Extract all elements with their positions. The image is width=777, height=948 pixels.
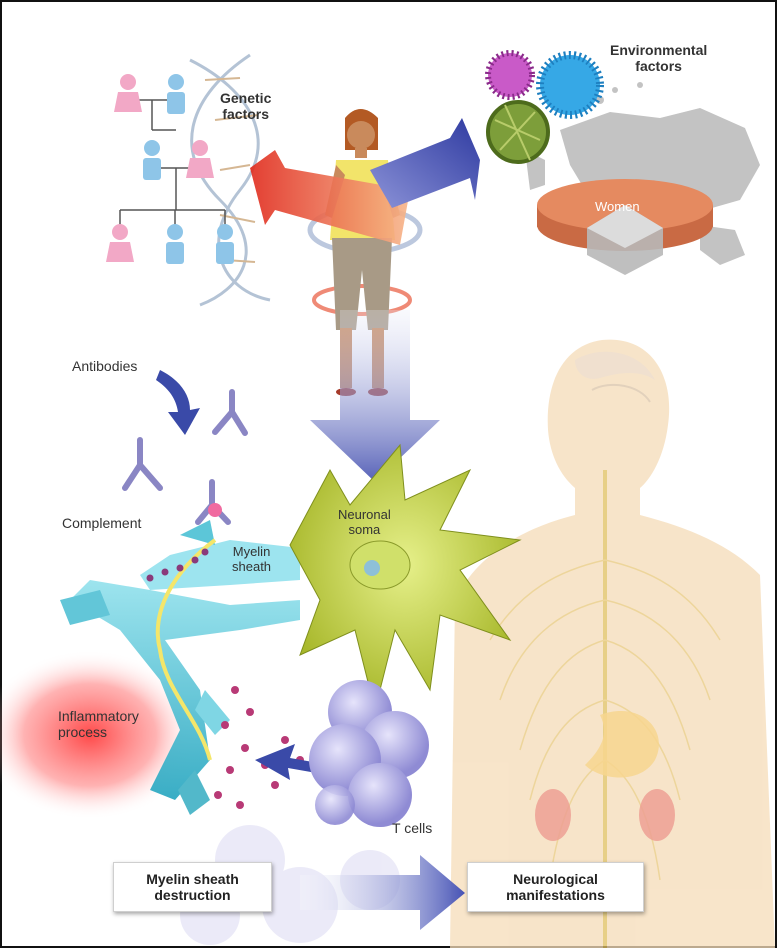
neurological-manifestations-box: Neurological manifestations bbox=[467, 862, 644, 912]
myelin-destruction-box: Myelin sheath destruction bbox=[113, 862, 272, 912]
neuronal-soma-label: Neuronal soma bbox=[338, 508, 391, 538]
antibody-marker bbox=[208, 503, 222, 517]
person-icon-male-child-2 bbox=[216, 224, 234, 264]
neuronal-line-1: Neuronal bbox=[338, 508, 391, 523]
genetic-factors-label: Genetic factors bbox=[220, 90, 271, 122]
person-icon-male-grandparent bbox=[167, 74, 185, 114]
virus-icon-blue bbox=[540, 55, 600, 115]
women-label: Women bbox=[595, 200, 640, 215]
inflammatory-line-2: process bbox=[58, 724, 139, 740]
antibodies-label: Antibodies bbox=[72, 358, 137, 374]
myelin-line-2: sheath bbox=[232, 560, 271, 575]
myelin-destruction-line-1: Myelin sheath bbox=[146, 871, 239, 887]
neuro-line-1: Neurological bbox=[513, 871, 598, 887]
virus-icon-purple bbox=[488, 53, 532, 97]
myelin-line-1: Myelin bbox=[232, 545, 271, 560]
virus-icon-green bbox=[488, 102, 548, 162]
neuronal-line-2: soma bbox=[338, 523, 391, 538]
genetic-line-2: factors bbox=[220, 106, 271, 122]
myelin-destruction-line-2: destruction bbox=[154, 887, 230, 903]
person-icon-male-parent bbox=[143, 140, 161, 180]
environmental-line-2: factors bbox=[610, 58, 707, 74]
person-icon-male-child bbox=[166, 224, 184, 264]
complement-label: Complement bbox=[62, 515, 141, 531]
environmental-line-1: Environmental bbox=[610, 42, 707, 58]
t-cells-label: T cells bbox=[392, 820, 432, 836]
inflammatory-line-1: Inflammatory bbox=[58, 708, 139, 724]
neuro-line-2: manifestations bbox=[506, 887, 605, 903]
genetic-line-1: Genetic bbox=[220, 90, 271, 106]
environmental-factors-label: Environmental factors bbox=[610, 42, 707, 74]
myelin-sheath-label: Myelin sheath bbox=[232, 545, 271, 575]
inflammatory-process-label: Inflammatory process bbox=[58, 708, 139, 740]
